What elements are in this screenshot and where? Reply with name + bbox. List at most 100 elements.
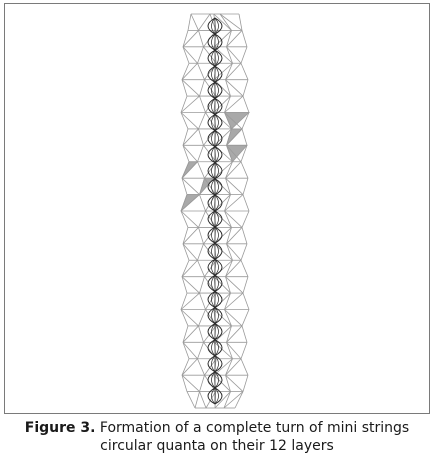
mesh-diagonal-edge <box>225 161 242 179</box>
mesh-diagonal-edge <box>224 194 244 212</box>
mesh-vertical-edge <box>197 260 205 277</box>
spindle-inner-string <box>211 242 219 260</box>
mesh-diagonal-edge <box>226 145 242 163</box>
mesh-vertical-edge <box>180 194 188 212</box>
mesh-vertical-edge <box>199 178 205 195</box>
mesh-diagonal-edge <box>225 79 244 97</box>
mesh-vertical-edge <box>198 325 204 343</box>
mesh-vertical-edge <box>180 95 188 113</box>
mesh-vertical-edge <box>224 95 231 113</box>
spindle-inner-string <box>211 259 219 276</box>
mesh-diagonal-edge <box>226 227 243 245</box>
mesh-vertical-edge <box>182 145 190 162</box>
mesh-vertical-edge <box>181 375 188 392</box>
mesh-diagonal-edge <box>224 95 244 113</box>
spindle-inner-string <box>211 387 219 405</box>
spindle-inner-string <box>211 371 219 389</box>
mesh-diagonal-edge <box>214 30 232 48</box>
mesh-vertical-edge <box>234 391 244 409</box>
mesh-vertical-edge <box>198 227 204 244</box>
mesh-diagonal-edge <box>180 95 200 113</box>
figure-frame <box>4 3 430 414</box>
mesh-vertical-edge <box>226 128 232 146</box>
mesh-vertical-edge <box>226 342 233 359</box>
mesh-diagonal-edge <box>181 276 200 294</box>
mesh-diagonal-edge <box>226 128 243 146</box>
mesh-vertical-edge <box>242 375 249 392</box>
spindle-inner-string <box>211 82 219 99</box>
mesh-vertical-edge <box>226 145 233 162</box>
mesh-vertical-edge <box>182 46 190 64</box>
spindle-inner-string <box>211 49 219 67</box>
mesh-vertical-edge <box>182 243 190 261</box>
mesh-vertical-edge <box>226 46 233 64</box>
spindle-inner-string <box>211 114 219 131</box>
mesh-vertical-edge <box>180 292 188 310</box>
mesh-vertical-edge <box>223 391 231 409</box>
mesh-vertical-edge <box>242 95 250 113</box>
mesh-vertical-edge <box>182 342 190 359</box>
mesh-diagonal-edge <box>225 62 242 80</box>
mesh-vertical-edge <box>225 178 231 195</box>
mesh-vertical-edge <box>240 145 248 162</box>
mesh-vertical-edge <box>241 210 250 228</box>
spindle-inner-string <box>211 291 219 308</box>
mesh-diagonal-edge <box>225 276 244 294</box>
mesh-diagonal-edge <box>181 358 198 376</box>
spindle-inner-string <box>211 98 219 115</box>
mesh-diagonal-edge <box>225 177 244 195</box>
mesh-diagonal-edge <box>182 128 199 146</box>
mesh-diagonal-edge <box>214 128 232 146</box>
mesh-diagonal-edge <box>181 259 198 277</box>
mesh-diagonal-edge <box>226 243 242 261</box>
mesh-diagonal-edge <box>214 391 231 409</box>
mesh-diagonal-edge <box>204 260 217 277</box>
mesh-vertical-edge <box>181 79 188 97</box>
mesh-vertical-edge <box>225 375 231 392</box>
mesh-diagonal-edge <box>205 194 216 212</box>
mesh-diagonal-edge <box>182 325 199 343</box>
mesh-vertical-edge <box>224 309 232 327</box>
spindle-inner-string <box>211 33 219 51</box>
mesh-diagonal-edge <box>214 46 233 64</box>
mesh-diagonal-edge <box>203 325 217 343</box>
mesh-vertical-edge <box>240 342 248 359</box>
mesh-diagonal-edge <box>194 391 200 409</box>
mesh-vertical-edge <box>186 391 196 409</box>
spindle-inner-string <box>211 339 219 356</box>
mesh-diagonal-edge <box>180 194 200 212</box>
mesh-vertical-edge <box>182 30 189 47</box>
mesh-vertical-edge <box>241 325 248 343</box>
mesh-vertical-edge <box>226 325 232 343</box>
mesh-diagonal-edge <box>182 243 198 261</box>
spindle-inner-string <box>211 323 219 340</box>
mesh-vertical-edge <box>199 276 205 294</box>
mesh-diagonal-edge <box>213 374 231 392</box>
mesh-vertical-edge <box>199 292 206 310</box>
mesh-vertical-edge <box>225 161 233 179</box>
mesh-diagonal-edge <box>204 177 216 195</box>
mesh-vertical-edge <box>198 309 206 327</box>
mesh-vertical-edge <box>197 243 204 261</box>
mesh-vertical-edge <box>240 243 248 261</box>
mesh-vertical-edge <box>225 63 233 80</box>
mesh-vertical-edge <box>242 292 250 310</box>
mesh-diagonal-edge <box>225 358 242 376</box>
mesh-diagonal-edge <box>180 112 199 130</box>
mesh-diagonal-edge <box>223 391 244 409</box>
strings-diagram <box>180 13 251 409</box>
spindle-inner-string <box>211 307 219 324</box>
mesh-diagonal-edge <box>213 95 231 113</box>
mesh-vertical-edge <box>181 161 190 179</box>
spindle-inner-string <box>211 178 219 196</box>
mesh-vertical-edge <box>224 292 231 310</box>
mesh-vertical-edge <box>180 112 189 130</box>
mesh-diagonal-edge <box>180 292 200 310</box>
mesh-diagonal-edge <box>190 13 199 31</box>
mesh-vertical-edge <box>181 63 190 80</box>
mesh-diagonal-edge <box>204 161 217 179</box>
mesh-diagonal-edge <box>213 309 232 327</box>
mesh-diagonal-edge <box>205 292 216 310</box>
mesh-vertical-edge <box>181 260 190 277</box>
mesh-vertical-edge <box>225 260 233 277</box>
